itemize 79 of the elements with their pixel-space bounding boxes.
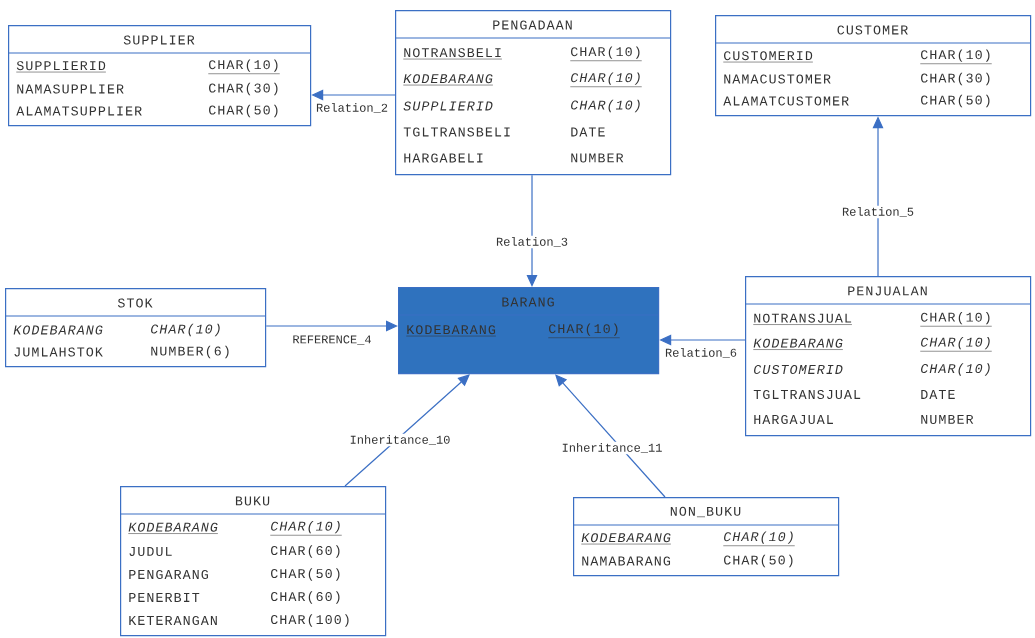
column-name: HARGAJUAL <box>754 414 833 424</box>
column-name: NOTRANSJUAL <box>753 313 853 325</box>
data-type: CHAR(50) <box>209 104 278 118</box>
edge-label: Inheritance_10 <box>348 433 452 447</box>
column-name: NAMASUPPLIER <box>17 84 124 94</box>
column-name: ALAMATCUSTOMER <box>723 96 849 106</box>
data-type: CHAR(10) <box>571 99 640 113</box>
data-type: CHAR(30) <box>921 72 990 86</box>
data-type: CHAR(100) <box>271 614 349 627</box>
column-name: KODEBARANG <box>403 74 494 86</box>
column-name: HARGABELI <box>404 153 483 163</box>
edge-label: REFERENCE_4 <box>291 334 373 346</box>
edge-label: Relation_2 <box>314 101 390 115</box>
entity-table <box>4 288 267 368</box>
data-type: CHAR(10) <box>151 323 220 337</box>
column-name: KODEBARANG <box>13 325 103 335</box>
data-type: CHAR(50) <box>921 94 990 108</box>
entity-table <box>714 15 1032 117</box>
table-title: PENGADAAN <box>493 20 572 30</box>
data-type: CHAR(10) <box>570 46 642 61</box>
column-name: JUDUL <box>129 547 172 556</box>
column-name: NAMABARANG <box>582 556 671 566</box>
data-type: DATE <box>921 390 955 399</box>
column-name: PENERBIT <box>129 593 200 602</box>
data-type: CHAR(10) <box>548 323 620 338</box>
column-name: SUPPLIERID <box>403 101 493 111</box>
data-type: CHAR(60) <box>271 591 340 604</box>
relationship-arrow <box>344 374 470 487</box>
column-name: PENGARANG <box>129 569 208 579</box>
table-title: NON_BUKU <box>670 506 741 518</box>
entity-table <box>744 276 1032 437</box>
data-type: DATE <box>571 127 605 137</box>
edge-label: Relation_3 <box>494 235 570 249</box>
data-type: CHAR(50) <box>724 554 793 568</box>
column-name: KODEBARANG <box>581 533 672 545</box>
edge-label: Relation_5 <box>840 205 916 219</box>
column-name: NAMACUSTOMER <box>724 74 831 84</box>
column-name: JUMLAHSTOK <box>14 347 103 357</box>
column-name: TGLTRANSBELI <box>403 127 510 137</box>
table-title: PENJUALAN <box>848 286 927 296</box>
entity-table <box>7 25 312 127</box>
data-type: CHAR(50) <box>271 568 340 581</box>
relationship-arrow <box>265 320 398 332</box>
data-type: NUMBER <box>571 153 624 163</box>
data-type: CHAR(10) <box>270 520 342 536</box>
column-name: ALAMATSUPPLIER <box>16 106 142 116</box>
entity-table <box>119 486 387 637</box>
column-name: KODEBARANG <box>128 522 219 534</box>
column-name: KETERANGAN <box>129 615 217 625</box>
column-name: SUPPLIERID <box>16 61 107 73</box>
column-name: KODEBARANG <box>406 325 497 337</box>
data-type: CHAR(30) <box>209 82 278 96</box>
edge-label: Inheritance_11 <box>560 441 664 455</box>
data-type: CHAR(10) <box>570 72 642 87</box>
table-title: SUPPLIER <box>123 35 195 45</box>
column-name: NOTRANSBELI <box>403 48 503 60</box>
table-title: BUKU <box>235 496 270 506</box>
table-title: CUSTOMER <box>837 25 908 35</box>
data-type: CHAR(10) <box>920 311 992 327</box>
data-type: CHAR(10) <box>723 531 795 546</box>
data-type: NUMBER(6) <box>151 345 229 359</box>
data-type: CHAR(10) <box>920 336 992 352</box>
column-name: CUSTOMERID <box>754 364 843 374</box>
column-name: CUSTOMERID <box>723 51 814 63</box>
data-type: CHAR(60) <box>271 545 340 558</box>
table-title: STOK <box>117 298 153 308</box>
entity-table <box>394 10 672 176</box>
data-type: CHAR(10) <box>208 59 280 74</box>
entity-table <box>572 497 840 577</box>
relationship-arrow <box>526 174 538 287</box>
relationship-arrow <box>555 374 666 498</box>
column-name: TGLTRANSJUAL <box>753 389 861 399</box>
column-name: KODEBARANG <box>753 338 844 350</box>
table-title: BARANG <box>502 297 554 307</box>
edge-label: Relation_6 <box>663 346 739 360</box>
data-type: CHAR(10) <box>921 363 990 376</box>
data-type: CHAR(10) <box>920 49 992 64</box>
entity-table <box>397 287 660 375</box>
data-type: NUMBER <box>921 415 974 424</box>
